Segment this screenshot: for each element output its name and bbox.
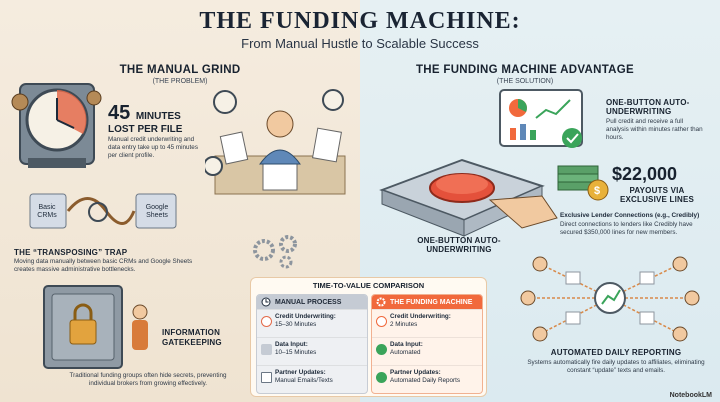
minutes-unit: MINUTES <box>135 111 181 122</box>
timer-icon <box>261 316 272 327</box>
keyboard-icon <box>261 344 272 355</box>
funding-machine-column: THE FUNDING MACHINE Credit Underwriting:… <box>371 294 483 394</box>
lender-connections-title: Exclusive Lender Connections (e.g., Cred… <box>560 212 700 219</box>
gatekeeping-text: Traditional funding groups often hide se… <box>69 372 227 387</box>
comparison-card: TIME-TO-VALUE COMPARISON MANUAL PROCESS … <box>250 277 487 397</box>
page-title: THE FUNDING MACHINE: <box>199 8 521 34</box>
button-label: ONE-BUTTON AUTO-UNDERWRITING <box>417 236 501 255</box>
minutes-caption: LOST PER FILE <box>108 124 183 135</box>
manual-process-label: MANUAL PROCESS <box>275 298 342 306</box>
notebooklm-logo: NotebookLM <box>669 392 712 399</box>
clock-icon <box>261 297 271 307</box>
machine-row-data: Data Input: Automated <box>372 337 482 365</box>
machine-row-partner: Partner Updates: Automated Daily Reports <box>372 365 482 393</box>
reporting-text: Systems automatically fire daily updates… <box>527 359 705 374</box>
advantage-subheading: (THE SOLUTION) <box>496 78 554 85</box>
reporting-title: AUTOMATED DAILY REPORTING <box>550 348 682 357</box>
gatekeeping-title: INFORMATION GATEKEEPING <box>162 328 222 347</box>
machine-row-credit-value: 2 Minutes <box>390 321 418 329</box>
transposing-text: Moving data manually between basic CRMs … <box>14 258 193 273</box>
affiliate-network-illustration <box>520 256 700 342</box>
machine-row-data-value: Automated <box>390 349 421 357</box>
lender-connections-text: Direct connections to lenders like Credi… <box>560 221 693 236</box>
crm-sheets-illustration <box>29 193 177 229</box>
check-icon <box>376 344 387 355</box>
google-sheets-label: Google Sheets <box>145 204 169 220</box>
manual-row-credit-label: Credit Underwriting: <box>275 313 336 320</box>
transposing-title: THE “TRANSPOSING” TRAP <box>14 248 128 257</box>
check-icon <box>376 372 387 383</box>
cash-stack-icon: $ <box>557 165 609 201</box>
manual-row-partner: Partner Updates: Manual Emails/Texts <box>257 365 367 393</box>
manual-row-credit-value: 15–30 Minutes <box>275 321 317 329</box>
svg-text:$: $ <box>594 185 600 197</box>
manual-process-header: MANUAL PROCESS <box>257 295 367 309</box>
funding-machine-header: THE FUNDING MACHINE <box>372 295 482 309</box>
gears-icon <box>253 235 297 269</box>
machine-row-data-label: Data Input: <box>390 341 423 348</box>
red-button-machine <box>379 158 558 237</box>
funding-machine-label: THE FUNDING MACHINE <box>390 298 473 306</box>
basic-crms-label: Basic CRMs <box>37 204 57 220</box>
manual-row-data: Data Input: 10–15 Minutes <box>257 337 367 365</box>
vault-illustration <box>43 285 148 369</box>
stressed-worker-illustration <box>205 89 346 195</box>
payout-caption: PAYOUTS VIA EXCLUSIVE LINES <box>619 186 695 205</box>
manual-grind-subheading: (THE PROBLEM) <box>152 78 208 85</box>
manual-process-column: MANUAL PROCESS Credit Underwriting: 15–3… <box>256 294 368 394</box>
manual-row-partner-label: Partner Updates: <box>275 369 326 376</box>
one-button-text: Pull credit and receive a full analysis … <box>606 118 703 141</box>
advantage-heading: THE FUNDING MACHINE ADVANTAGE <box>415 64 635 76</box>
payout-amount: $22,000 <box>612 164 678 184</box>
machine-row-credit-label: Credit Underwriting: <box>390 313 451 320</box>
minutes-number: 45 <box>108 102 131 124</box>
stopwatch-icon <box>376 316 387 327</box>
manual-row-credit: Credit Underwriting: 15–30 Minutes <box>257 309 367 337</box>
clock-machine-illustration <box>11 83 102 168</box>
envelope-icon <box>261 372 272 383</box>
page-subtitle: From Manual Hustle to Scalable Success <box>241 36 479 51</box>
manual-row-partner-value: Manual Emails/Texts <box>275 377 333 385</box>
dashboard-illustration <box>499 89 583 148</box>
machine-row-credit: Credit Underwriting: 2 Minutes <box>372 309 482 337</box>
gear-icon <box>376 297 386 307</box>
manual-row-data-value: 10–15 Minutes <box>275 349 317 357</box>
one-button-title: ONE-BUTTON AUTO-UNDERWRITING <box>606 98 690 117</box>
comparison-title: TIME-TO-VALUE COMPARISON <box>312 281 425 290</box>
machine-row-partner-label: Partner Updates: <box>390 369 441 376</box>
manual-row-data-label: Data Input: <box>275 341 308 348</box>
machine-row-partner-value: Automated Daily Reports <box>390 377 460 385</box>
minutes-text: Manual credit underwriting and data entr… <box>108 136 198 159</box>
manual-grind-heading: THE MANUAL GRIND <box>119 64 241 76</box>
